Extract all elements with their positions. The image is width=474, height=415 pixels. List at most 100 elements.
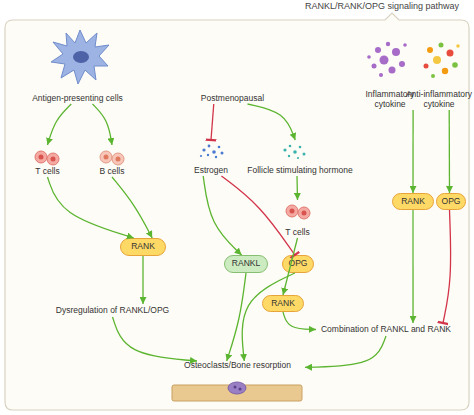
process-label: Postmenopausal — [195, 90, 270, 104]
inhibition-arrow — [221, 176, 294, 255]
process-label: Anti-inflammatory cytokine — [405, 30, 473, 110]
activation-arrow — [48, 104, 72, 145]
molecule-pill: RANKL — [224, 255, 268, 273]
node-text: Combination of RANKL and RANK — [321, 325, 451, 335]
activation-arrow — [296, 176, 298, 200]
cell — [35, 151, 47, 163]
molecule-dot — [202, 148, 205, 151]
cytokine-dot — [392, 48, 400, 56]
activation-arrow — [203, 176, 241, 255]
node-text: Anti-inflammatory cytokine — [405, 90, 473, 110]
t-cell-icon — [286, 205, 310, 219]
molecule-dot — [299, 146, 302, 149]
cytokine-dot — [403, 43, 407, 47]
activation-arrow — [283, 312, 316, 330]
molecule-pill: OPG — [282, 255, 314, 273]
process-label: T cells — [275, 200, 320, 238]
activation-arrow — [48, 177, 134, 238]
node-text: T cells — [35, 167, 59, 177]
activation-arrow — [305, 336, 386, 367]
molecule-dot — [218, 146, 221, 149]
dendritic-cell-icon — [51, 30, 109, 84]
inhibition-arrow — [443, 210, 451, 323]
b-cell-icon — [100, 151, 124, 165]
node-text: Postmenopausal — [201, 94, 264, 104]
molecule-pill: RANK — [392, 193, 434, 210]
cell-nucleus — [73, 51, 89, 63]
cell-nucleus — [239, 388, 242, 391]
node-text: Dysregulation of RANKL/OPG — [56, 306, 169, 316]
node-text: T cells — [285, 228, 309, 238]
t-cell-icon — [35, 151, 59, 165]
activation-arrow — [142, 256, 143, 304]
cytokine-dot — [380, 56, 389, 65]
activation-arrow — [242, 273, 295, 361]
cytokine-dot — [431, 74, 435, 78]
process-label: Follicle stimulating hormone — [240, 140, 360, 176]
cell — [47, 153, 59, 165]
activation-arrow — [412, 210, 413, 323]
inflammatory-cytokine-icon — [367, 42, 407, 77]
activation-arrow — [112, 177, 152, 238]
cytokine-dot — [372, 64, 377, 69]
diagram-title: RANKL/RANK/OPG signaling pathway — [292, 1, 472, 11]
molecule-dot — [221, 152, 224, 155]
cytokine-dot — [456, 44, 460, 48]
cell — [298, 207, 310, 219]
node-text: B cells — [99, 167, 124, 177]
node-text: OPG — [289, 259, 308, 269]
cell-nucleus — [290, 209, 295, 214]
cytokine-dot — [424, 64, 429, 69]
cell-nucleus — [104, 155, 109, 160]
molecule-dot — [303, 153, 306, 156]
molecule-dot — [215, 156, 217, 158]
molecule-dot — [288, 155, 290, 157]
cell-nucleus — [234, 386, 237, 389]
cytokine-dot — [386, 42, 390, 46]
activation-arrow — [113, 317, 198, 361]
molecule-pill: RANK — [262, 295, 304, 312]
molecule-dot — [200, 155, 202, 157]
molecule-pill: RANK — [120, 238, 166, 256]
cytokine-dot — [427, 47, 433, 53]
cytokine-dot — [375, 47, 381, 53]
inhibition-arrow — [211, 104, 214, 140]
fsh-molecules — [283, 145, 305, 159]
activation-arrow — [449, 110, 451, 193]
node-text: RANK — [401, 197, 425, 207]
process-label: Dysregulation of RANKL/OPG — [45, 304, 180, 317]
anti-inflammatory-cytokine-icon — [424, 43, 460, 79]
cell — [100, 151, 112, 163]
node-text: OPG — [442, 197, 461, 207]
activation-arrow — [93, 104, 113, 145]
node-text: RANK — [131, 242, 155, 252]
bone-illustration — [172, 382, 302, 401]
process-label: Combination of RANKL and RANK — [316, 323, 456, 336]
activation-arrow — [248, 104, 296, 140]
node-text: RANKL — [232, 259, 260, 269]
estrogen-molecules — [200, 145, 224, 159]
cytokine-dot — [399, 61, 405, 67]
cell — [112, 153, 124, 165]
cytokine-dot — [439, 43, 444, 48]
node-text: Estrogen — [194, 166, 228, 176]
cytokine-dot — [442, 68, 448, 74]
process-label: B cells — [88, 145, 136, 177]
process-label: Antigen-presenting cells — [15, 26, 140, 104]
cytokine-dot — [447, 50, 454, 57]
node-text: Follicle stimulating hormone — [247, 166, 352, 176]
molecule-dot — [212, 150, 216, 154]
panel-frame — [5, 13, 469, 410]
cell-nucleus — [39, 155, 44, 160]
cytokine-dot — [452, 62, 458, 68]
osteoclast-cell — [228, 382, 246, 394]
dendritic-cell-body — [51, 30, 109, 84]
molecule-dot — [293, 150, 297, 154]
node-text: Osteoclasts/Bone resorption — [184, 361, 291, 371]
process-label: Estrogen — [185, 140, 237, 176]
cell — [286, 205, 298, 217]
node-text: Antigen-presenting cells — [32, 94, 123, 104]
activation-arrow — [227, 273, 246, 361]
molecule-pill: OPG — [436, 193, 466, 210]
cytokine-dot — [389, 67, 396, 74]
